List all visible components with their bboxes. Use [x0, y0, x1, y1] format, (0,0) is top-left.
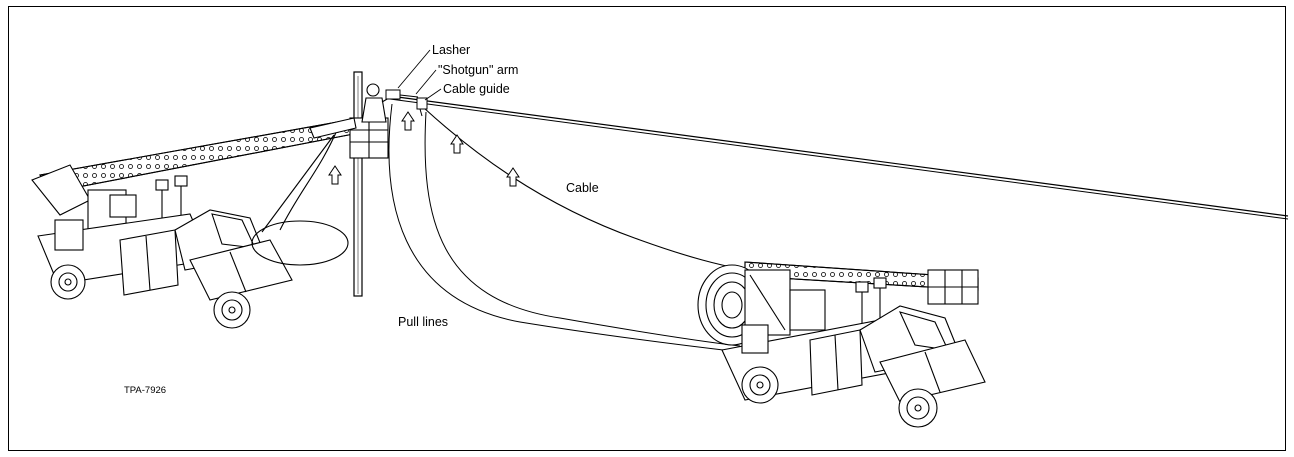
- label-cable: Cable: [566, 181, 599, 195]
- label-pull-lines: Pull lines: [398, 315, 448, 329]
- pull-lines: [388, 103, 741, 353]
- direction-arrows: [328, 111, 520, 187]
- label-cable-guide: Cable guide: [443, 82, 510, 96]
- cable-line: [423, 107, 746, 271]
- left-aerial-bucket: [309, 83, 397, 159]
- figure-tag: TPA-7926: [124, 385, 166, 396]
- callout-leaders: [397, 49, 442, 101]
- left-bucket-truck: [31, 117, 365, 329]
- lasher-assembly: [385, 89, 428, 117]
- messenger-strand: [389, 95, 1289, 220]
- utility-pole: [353, 71, 363, 297]
- right-reel-truck: [697, 261, 986, 428]
- label-shotgun-arm: "Shotgun" arm: [438, 63, 518, 77]
- label-lasher: Lasher: [432, 43, 470, 57]
